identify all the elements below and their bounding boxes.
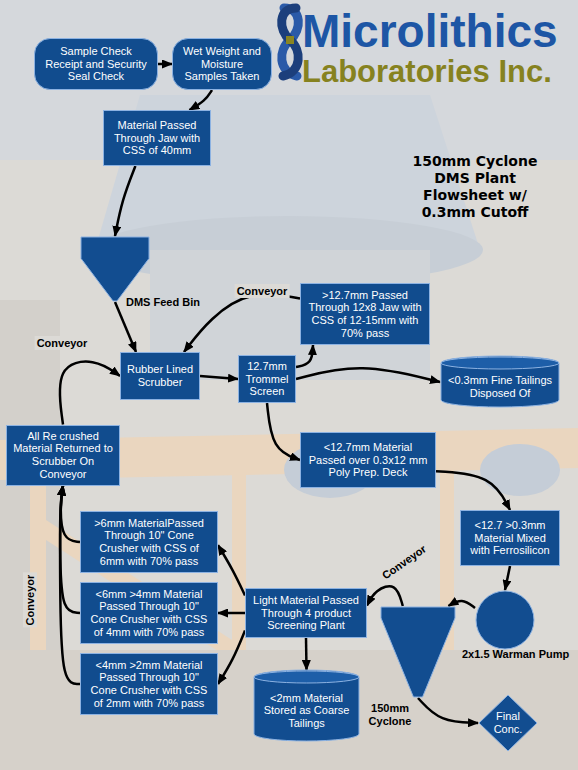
flow-arrow (115, 302, 136, 352)
cyclone-shape-fill (381, 607, 455, 697)
edge-label: Conveyor (378, 541, 431, 584)
logo-icon (282, 8, 299, 76)
process-box: Rubber Lined Scrubber (120, 352, 200, 400)
logo-text: Microlithics (302, 8, 558, 54)
node-label: All Re crushed Material Returned to Scru… (12, 430, 114, 481)
diagram-title: 150mm Cyclone DMS Plant Flowsheet w/ 0.3… (400, 153, 550, 221)
flow-arrow (60, 486, 80, 614)
cyclone-shape: 150mm Cyclone (380, 606, 456, 698)
flow-arrow (61, 486, 80, 543)
node-label: 12.7mm Trommel Screen (244, 360, 290, 398)
process-box: Material Passed Through Jaw with CSS of … (103, 110, 211, 166)
process-box: <6mm >4mm Material Passed Through 10" Co… (80, 582, 218, 644)
node-label: Final Conc. (488, 710, 528, 735)
flow-arrow (296, 345, 313, 367)
start-box: Sample Check Receipt and Security Seal C… (34, 38, 158, 90)
node-label: <12.7mm Material Passed over 0.3x12 mm P… (306, 441, 430, 479)
edge-label: Conveyor (35, 336, 90, 350)
node-label: Light Material Passed Through 4 product … (251, 594, 361, 632)
cyclone-shape-outline (380, 606, 456, 698)
flow-arrow (200, 376, 238, 379)
flow-arrow (505, 566, 510, 590)
feed-bin-fill (81, 237, 149, 301)
shape-caption: 150mm Cyclone (366, 702, 414, 727)
product-diamond: Final Conc. (478, 694, 538, 752)
node-label: Rubber Lined Scrubber (126, 363, 194, 388)
process-box: Light Material Passed Through 4 product … (245, 588, 367, 638)
process-box: <12.7 >0.3mm Material Mixed with Ferrosi… (460, 510, 560, 566)
process-box: All Re crushed Material Returned to Scru… (6, 425, 120, 486)
product-diamond-fill (479, 695, 537, 751)
pump-circle-fill (476, 591, 534, 649)
storage-cylinder: <0.3mm Fine Tailings Disposed Of (440, 356, 560, 408)
process-box: 12.7mm Trommel Screen (238, 355, 296, 403)
flow-arrow (367, 586, 403, 606)
node-label: <2mm Material Stored as Coarse Tailings (259, 692, 354, 730)
flow-arrow (218, 612, 245, 615)
flow-arrow (296, 368, 440, 382)
flow-arrow (305, 638, 308, 670)
flow-arrow (267, 403, 300, 460)
process-box: >12.7mm Passed Through 12x8 Jaw with CSS… (300, 283, 430, 345)
feed-bin: DMS Feed Bin (80, 236, 150, 302)
node-label: Material Passed Through Jaw with CSS of … (109, 119, 205, 157)
process-box: <12.7mm Material Passed over 0.3x12 mm P… (300, 432, 436, 488)
edge-label: Conveyor (23, 573, 37, 628)
process-box: <4mm >2mm Material Passed Through 10" Co… (80, 653, 218, 715)
flow-arrow (158, 63, 172, 66)
flow-arrow (418, 698, 478, 723)
start-box: Wet Weight and Moisture Samples Taken (172, 38, 272, 90)
storage-cylinder-fill (254, 670, 359, 741)
photo-motor (480, 444, 560, 496)
flow-arrow (184, 295, 300, 352)
shape-caption: DMS Feed Bin (126, 296, 200, 309)
logo-text: Laboratories Inc. (302, 56, 552, 87)
edge-label: Conveyor (235, 284, 290, 298)
node-label: <6mm >4mm Material Passed Through 10" Co… (86, 588, 212, 639)
pump-circle-outline (475, 590, 535, 650)
flow-arrow (60, 362, 120, 425)
flow-arrow (436, 471, 510, 510)
node-label: <4mm >2mm Material Passed Through 10" Co… (86, 659, 212, 710)
logo-icon (282, 8, 299, 76)
flow-arrow (189, 90, 212, 110)
shape-caption: 2x1.5 Warman Pump (462, 648, 569, 661)
flow-arrow (218, 545, 245, 595)
node-label: <0.3mm Fine Tailings Disposed Of (446, 374, 554, 399)
cylinder-top (441, 357, 559, 369)
flow-arrow (60, 486, 80, 685)
node-label: Wet Weight and Moisture Samples Taken (181, 45, 263, 83)
storage-cylinder-fill (441, 356, 559, 407)
flow-arrow (218, 631, 245, 685)
logo-icon (286, 36, 294, 44)
feed-bin-outline (80, 236, 150, 302)
photo-floor (0, 650, 578, 770)
node-label: >6mm MaterialPassed Through 10" Cone Cru… (86, 517, 212, 568)
node-label: <12.7 >0.3mm Material Mixed with Ferrosi… (466, 519, 554, 557)
pump-circle: 2x1.5 Warman Pump (475, 590, 535, 650)
node-label: >12.7mm Passed Through 12x8 Jaw with CSS… (306, 289, 424, 340)
flow-arrow (115, 166, 135, 236)
storage-cylinder: <2mm Material Stored as Coarse Tailings (253, 670, 360, 742)
process-box: >6mm MaterialPassed Through 10" Cone Cru… (80, 511, 218, 573)
node-label: Sample Check Receipt and Security Seal C… (43, 45, 149, 83)
cylinder-top (254, 671, 359, 683)
